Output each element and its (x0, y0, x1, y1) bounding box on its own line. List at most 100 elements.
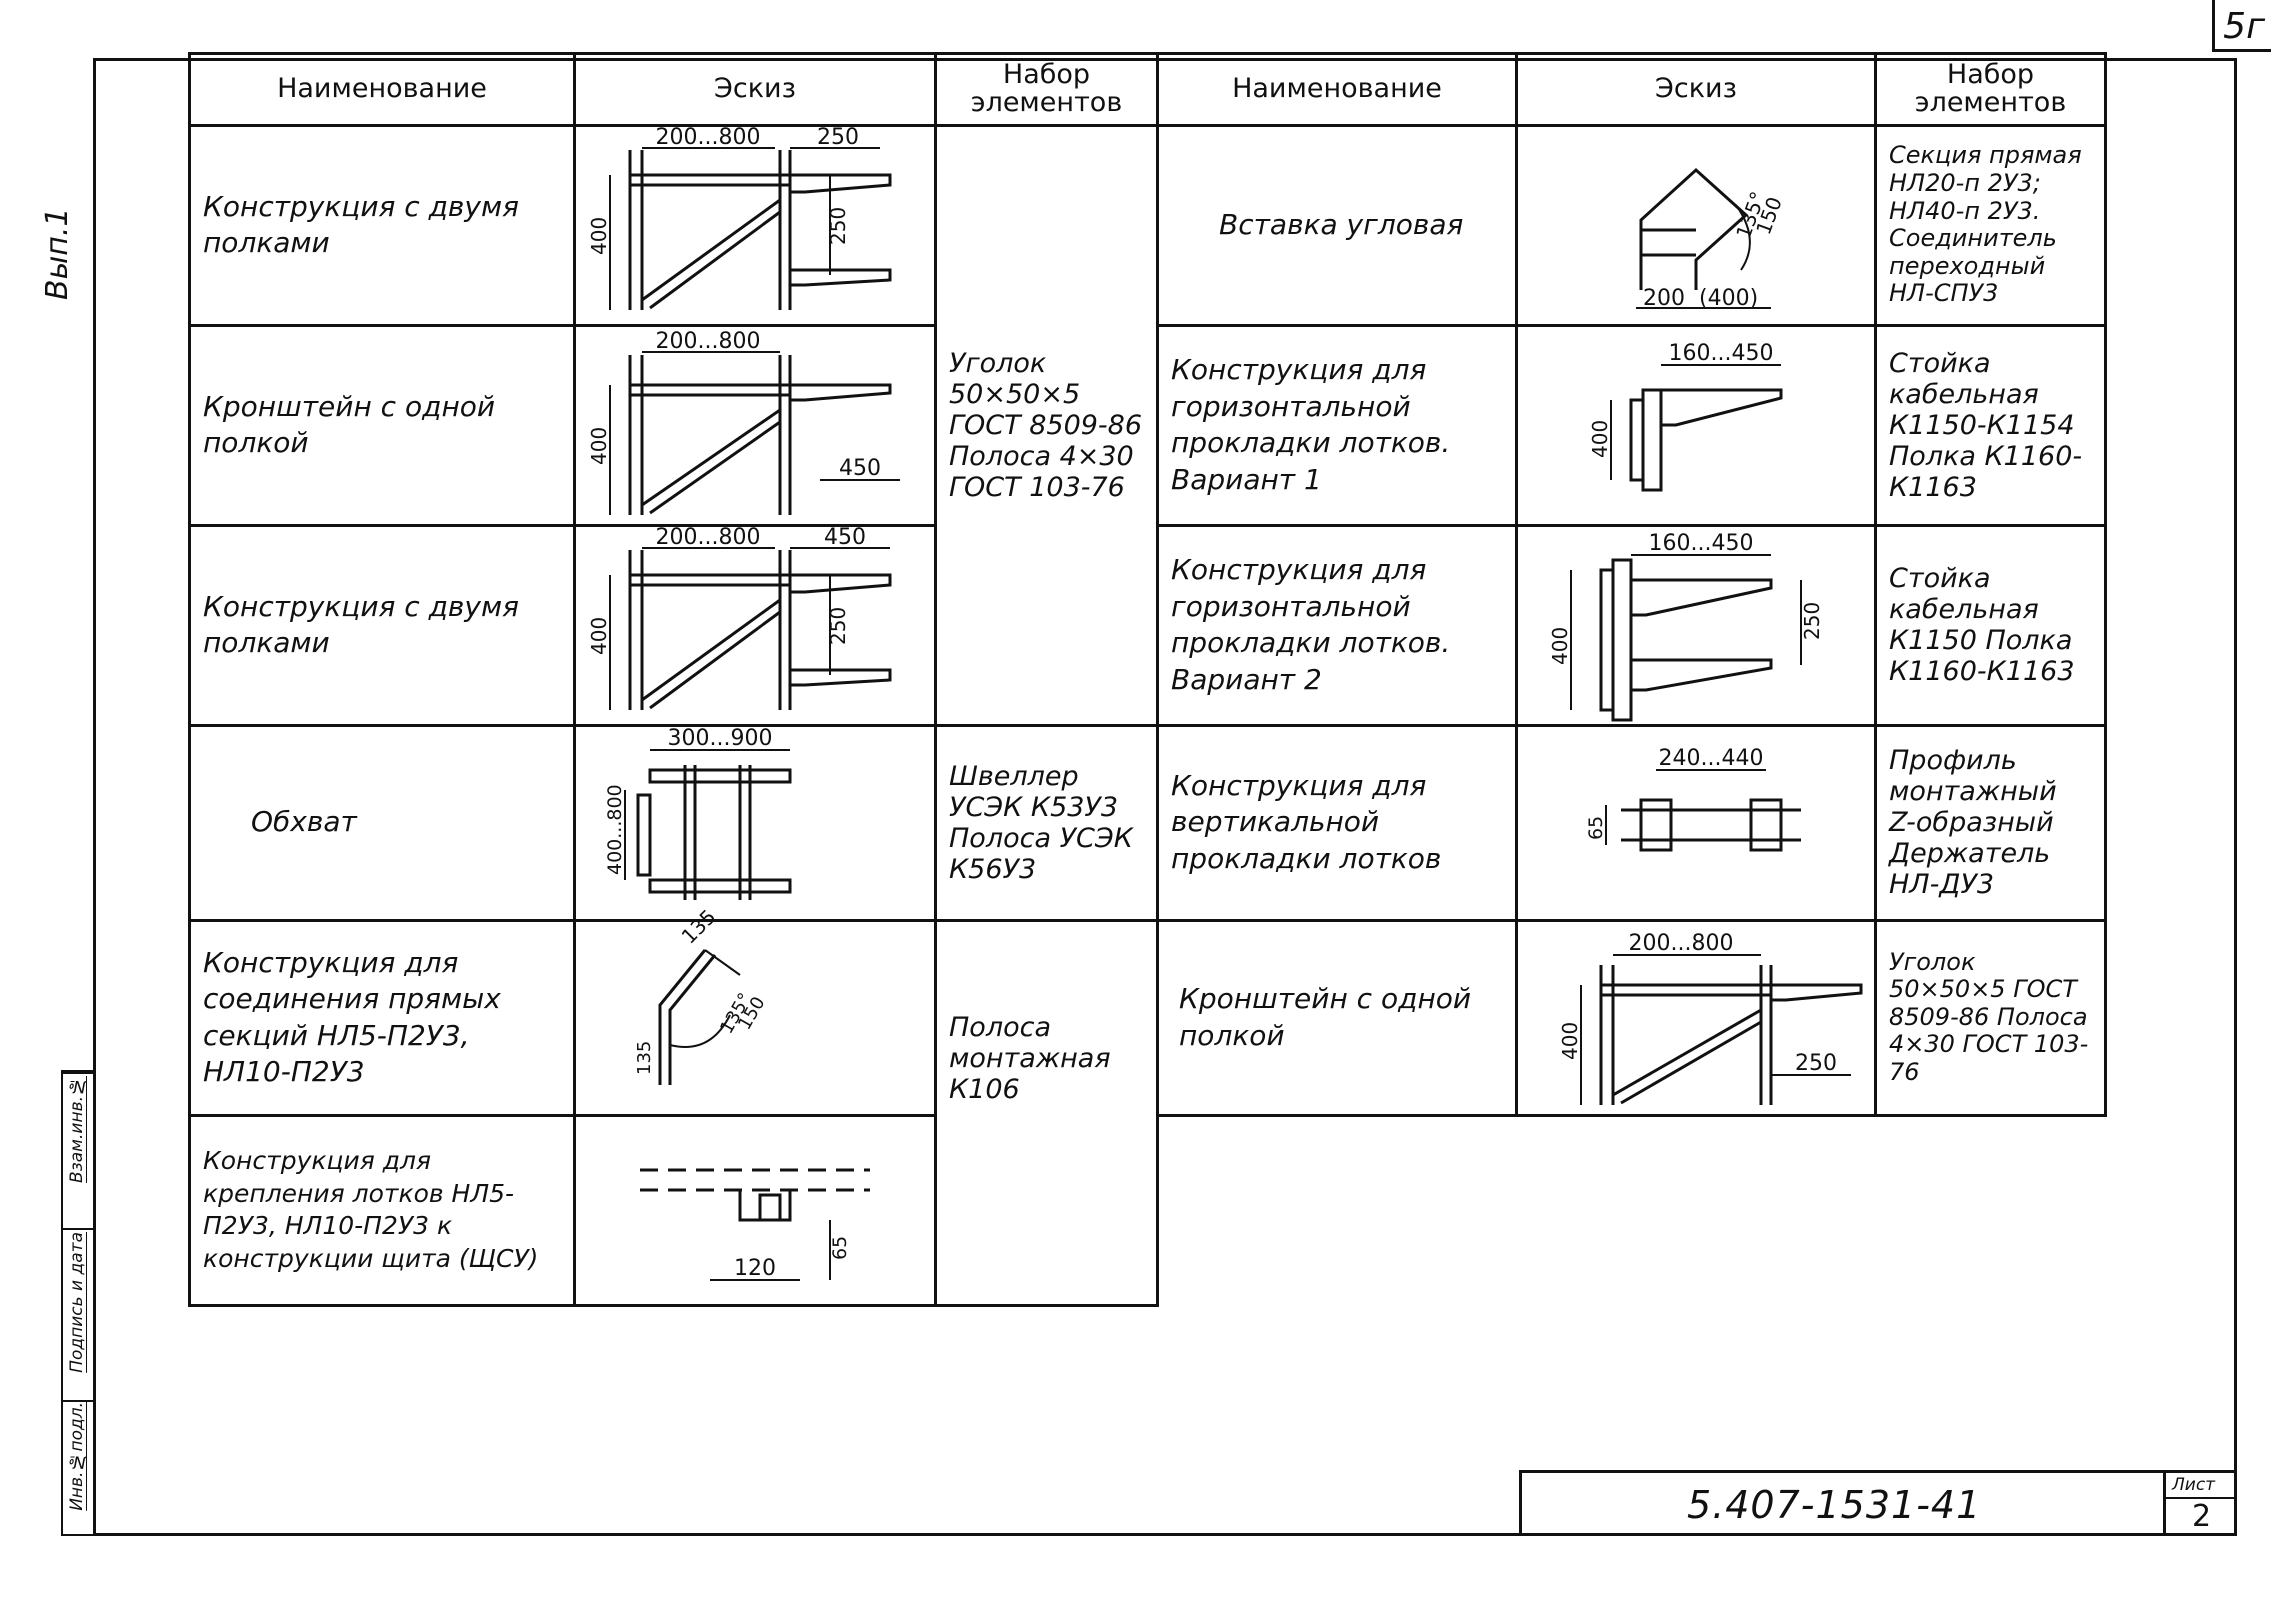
stamp-replaced-inv: Взам.инв.№ (67, 1076, 87, 1183)
sheet-corner-mark: 5г (2212, 0, 2271, 52)
sheet-number: 2 (2192, 1499, 2212, 1534)
dim-label: 400 (587, 427, 611, 465)
dim-label: 450 (839, 456, 881, 481)
dim-label: (400) (1699, 286, 1758, 311)
item-name: Конструкция для горизонтальной прокладки… (1156, 523, 1518, 727)
empty-area (1158, 1115, 2106, 1305)
sheet-number-cell: Лист 2 (2163, 1473, 2237, 1536)
set-horizontal-v1: Стойка кабельная К1150-К1154 Полка К1160… (1874, 323, 2107, 527)
item-name: Кронштейн с одной полкой (1156, 918, 1518, 1117)
header-name-left: Наименование (188, 52, 576, 127)
corner-mark-text: 5г (2223, 6, 2265, 47)
two-shelf-sketch: 200...800 250 400 250 (587, 125, 892, 311)
corner-insert-sketch: 135° 150 200 (400) (1636, 168, 1787, 311)
sketch-fastening: 120 65 (573, 1113, 937, 1307)
dim-label: 160...450 (1649, 531, 1754, 556)
stamp-divider (63, 1228, 93, 1230)
item-name: Конструкция для вертикальной прокладки л… (1156, 723, 1518, 922)
dim-label: 200...800 (656, 525, 761, 550)
bracket-sketch: 200...800 400 450 (587, 329, 900, 516)
dim-label: 250 (826, 207, 850, 245)
sketch-clamp: 300...900 400...800 (573, 723, 937, 922)
header-sketch-left: Эскиз (573, 52, 937, 127)
item-name: Конструкция для соединения прямых секций… (188, 918, 576, 1117)
header-set-left: Набор элементов (934, 52, 1159, 127)
dim-label: 450 (824, 525, 866, 550)
sketch-bracket: 200...800 400 450 (573, 323, 937, 527)
dim-label: 400 (587, 217, 611, 255)
fastening-sketch: 120 65 (640, 1168, 870, 1282)
sketch-horizontal-v2: 160...450 400 250 (1515, 523, 1877, 727)
table-row: Конструкция с двумя полками 200...800 25… (188, 123, 2107, 727)
set-horizontal-v2: Стойка кабельная К1150 Полка К1160-К1163 (1874, 523, 2107, 727)
two-shelf-sketch-2: 200...800 450 400 250 (587, 525, 892, 711)
header-name-right: Наименование (1156, 52, 1518, 127)
dim-label: 400 (1588, 420, 1612, 458)
sketch-corner-insert: 135° 150 200 (400) (1515, 123, 1877, 327)
dim-label: 200...800 (656, 125, 761, 150)
set-bracket-right: Уголок 50×50×5 ГОСТ 8509-86 Полоса 4×30 … (1874, 918, 2107, 1117)
item-name: Конструкция с двумя полками (188, 123, 576, 327)
joint-sketch: 135 135° 150 135 (634, 905, 770, 1086)
stamp-divider (63, 1400, 93, 1402)
dim-label: 400 (587, 617, 611, 655)
dim-label: 250 (1800, 602, 1824, 640)
dim-label: 300...900 (668, 726, 773, 751)
sketch-two-shelves-2: 200...800 450 400 250 (573, 523, 937, 727)
table-row: Кронштейн с одной полкой 200...800 400 4… (188, 323, 2107, 527)
dim-label: 400 (1548, 627, 1572, 665)
table-row: Обхват 300...900 400...800 Швеллер УСЭК … (188, 723, 2107, 922)
dim-label: 200 (1643, 286, 1685, 311)
issue-label: Вып.1 (40, 207, 75, 300)
vertical-sketch: 240...440 65 (1585, 746, 1801, 852)
item-name: Вставка угловая (1156, 123, 1518, 327)
set-corner-insert: Секция прямая НЛ20-п 2У3; НЛ40-п 2У3. Со… (1874, 123, 2107, 327)
dim-label: 250 (1795, 1051, 1837, 1076)
dim-label: 400 (1558, 1022, 1582, 1060)
sketch-vertical: 240...440 65 (1515, 723, 1877, 922)
approval-stamp: Инв.№подл. Подпись и дата Взам.инв.№ (61, 1070, 95, 1536)
sheet-cell-divider (2166, 1497, 2237, 1499)
document-code: 5.407-1531-41 (1687, 1483, 1982, 1527)
set-channel-strip: Швеллер УСЭК К53У3 Полоса УСЭК К56У3 (934, 723, 1159, 922)
bracket-right-sketch: 200...800 400 250 (1558, 931, 1863, 1106)
sketch-two-shelves: 200...800 250 400 250 (573, 123, 937, 327)
table-row: Конструкция для соединения прямых секций… (188, 905, 2107, 1307)
sketch-bracket-right: 200...800 400 250 (1515, 918, 1877, 1117)
sketch-joint: 135 135° 150 135 (573, 905, 937, 1117)
dim-label: 200...800 (656, 329, 761, 354)
header-row: Наименование Эскиз Набор элементов Наиме… (188, 52, 2107, 127)
title-block: 5.407-1531-41 Лист 2 (1519, 1470, 2237, 1536)
header-set-right: Набор элементов (1874, 52, 2107, 127)
sheet-label: Лист (2172, 1475, 2216, 1495)
dim-label: 240...440 (1659, 746, 1764, 771)
dim-label: 200...800 (1629, 931, 1734, 956)
set-vertical: Профиль монтажный Z-образный Держатель Н… (1874, 723, 2107, 922)
horizontal-v2-sketch: 160...450 400 250 (1548, 531, 1824, 722)
spec-table: Наименование Эскиз Набор элементов Наиме… (188, 52, 2107, 1307)
set-angle-strip: Уголок 50×50×5 ГОСТ 8509-86 Полоса 4×30 … (934, 123, 1159, 727)
item-name: Обхват (188, 723, 576, 922)
dim-label: 250 (817, 125, 859, 150)
table-row: Конструкция для крепления лотков НЛ5-П2У… (188, 1113, 2106, 1307)
item-name: Конструкция для горизонтальной прокладки… (1156, 323, 1518, 527)
item-name: Конструкция с двумя полками (188, 523, 576, 727)
clamp-sketch: 300...900 400...800 (604, 726, 792, 901)
table-row: Конструкция с двумя полками 200...800 45… (188, 523, 2107, 727)
dim-label: 135 (634, 1041, 655, 1075)
dim-label: 160...450 (1669, 341, 1774, 366)
dim-label: 120 (734, 1256, 776, 1281)
horizontal-v1-sketch: 160...450 400 (1588, 341, 1783, 492)
stamp-signature-date: Подпись и дата (67, 1232, 87, 1373)
dim-label: 250 (826, 607, 850, 645)
sketch-horizontal-v1: 160...450 400 (1515, 323, 1877, 527)
dim-label: 65 (1585, 816, 1607, 840)
stamp-inventory-no: Инв.№подл. (67, 1402, 87, 1511)
dim-label: 400...800 (604, 785, 626, 876)
stamp-cell (63, 1072, 93, 1074)
header-sketch-right: Эскиз (1515, 52, 1877, 127)
dim-label: 65 (829, 1236, 851, 1260)
item-name: Кронштейн с одной полкой (188, 323, 576, 527)
item-name: Конструкция для крепления лотков НЛ5-П2У… (188, 1113, 576, 1307)
